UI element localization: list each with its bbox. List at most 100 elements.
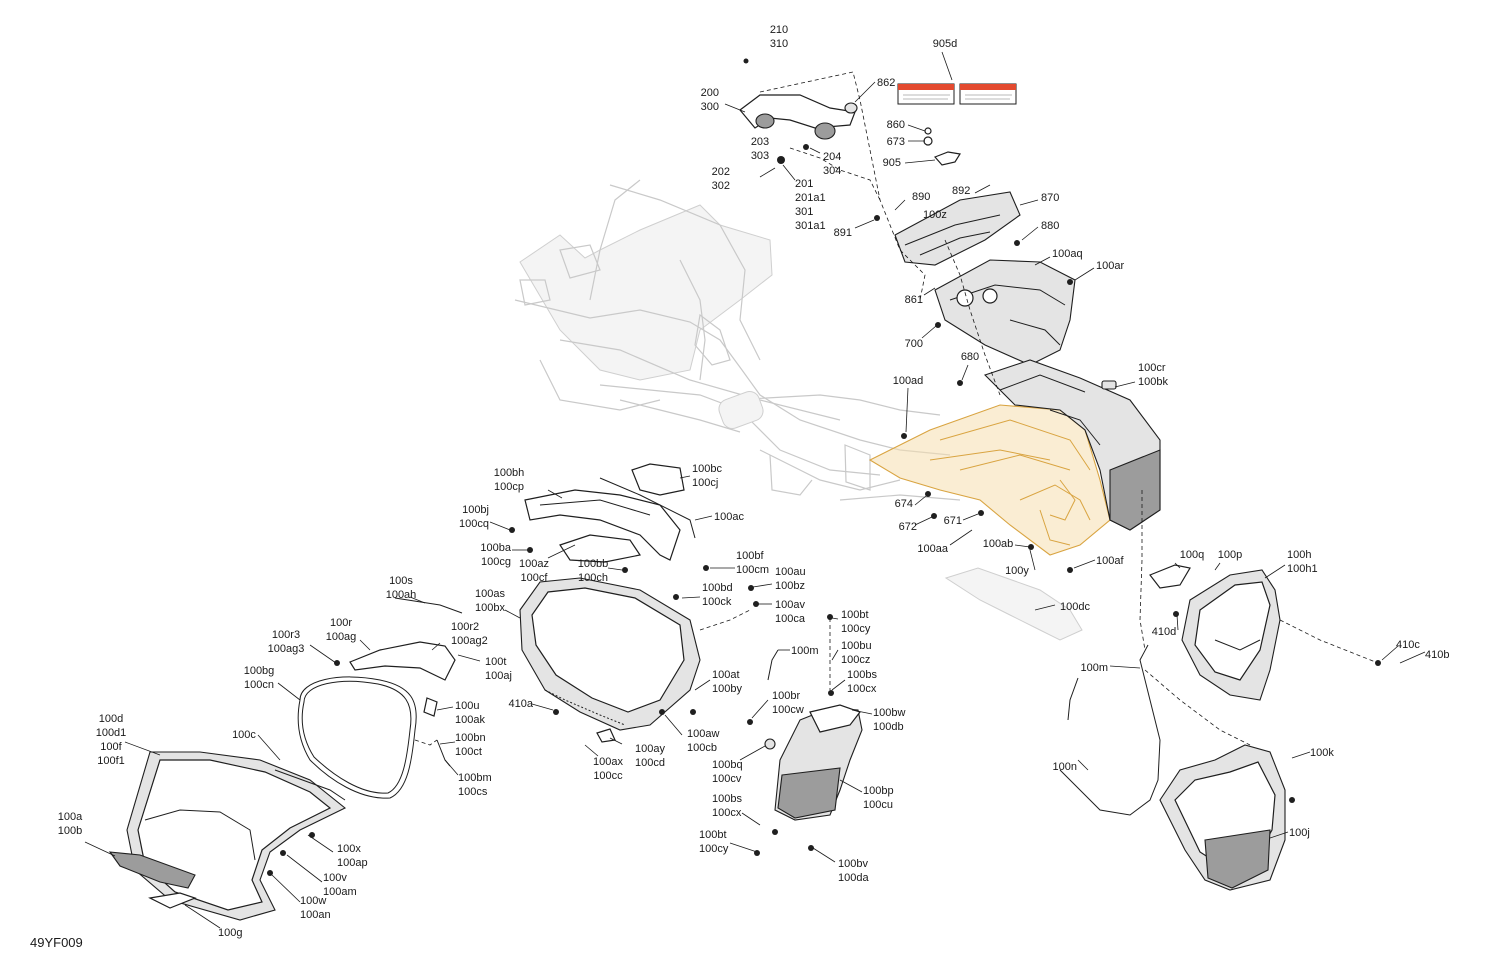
callout-861: 861: [905, 294, 923, 306]
callout-673: 673: [887, 136, 905, 148]
callout-100c: 100c: [232, 729, 256, 741]
saddlebag-body-drawing: [519, 565, 759, 743]
callout-410d: 410d: [1152, 626, 1176, 638]
main-frame-drawing: [514, 179, 961, 501]
callout-100n: 100n: [1053, 761, 1077, 773]
leader-lines: [84, 51, 1426, 929]
callout-100ac: 100ac: [714, 511, 744, 523]
callout-100m-left: 100m: [791, 645, 819, 657]
callout-862: 862: [877, 77, 895, 89]
rear-bracket-drawing: [934, 259, 1076, 366]
callout-891: 891: [834, 227, 852, 239]
callout-100y: 100y: [1005, 565, 1029, 577]
callout-410c: 410c: [1396, 639, 1420, 651]
lid-seal-drawing: [297, 676, 417, 799]
callout-870: 870: [1041, 192, 1059, 204]
callout-674: 674: [895, 498, 913, 510]
callout-100p: 100p: [1218, 549, 1242, 561]
seal-strips-drawing: [1059, 644, 1161, 816]
callout-671: 671: [944, 515, 962, 527]
callout-100af: 100af: [1096, 555, 1124, 567]
alignment-lines: [414, 71, 1379, 746]
callout-100ad: 100ad: [893, 375, 924, 387]
right-saddlebag-drawing: [1149, 564, 1381, 701]
grab-handle-drawing: [739, 58, 858, 164]
warning-labels-drawing: [897, 83, 1017, 105]
upper-tray-drawing: [894, 191, 1021, 266]
callout-100q: 100q: [1180, 549, 1204, 561]
callout-672: 672: [899, 521, 917, 533]
top-case-drawing: [983, 359, 1161, 531]
callout-880: 880: [1041, 220, 1059, 232]
callout-100k: 100k: [1310, 747, 1334, 759]
callout-905d: 905d: [933, 38, 957, 50]
lower-cover-drawing: [1159, 744, 1295, 891]
saddlebag-liner-drawing: [509, 463, 696, 573]
floor-pad-drawing: [944, 567, 1083, 641]
callout-100z: 100z: [923, 209, 947, 221]
callout-680: 680: [961, 351, 979, 363]
rear-subframe-drawing: [868, 404, 1111, 556]
callout-892: 892: [952, 185, 970, 197]
callout-100aa: 100aa: [917, 543, 948, 555]
side-cover-drawing: [747, 614, 863, 856]
callout-100aq: 100aq: [1052, 248, 1083, 260]
callout-700: 700: [905, 338, 923, 350]
callout-100dc: 100dc: [1060, 601, 1090, 613]
callout-100ar: 100ar: [1096, 260, 1124, 272]
callout-100m-right: 100m: [1080, 662, 1108, 674]
callout-860: 860: [887, 119, 905, 131]
drawing-reference-code: 49YF009: [30, 935, 83, 950]
callout-100g: 100g: [218, 927, 242, 939]
callout-410a: 410a: [509, 698, 534, 710]
lid-hinge-drawing: [334, 597, 463, 767]
